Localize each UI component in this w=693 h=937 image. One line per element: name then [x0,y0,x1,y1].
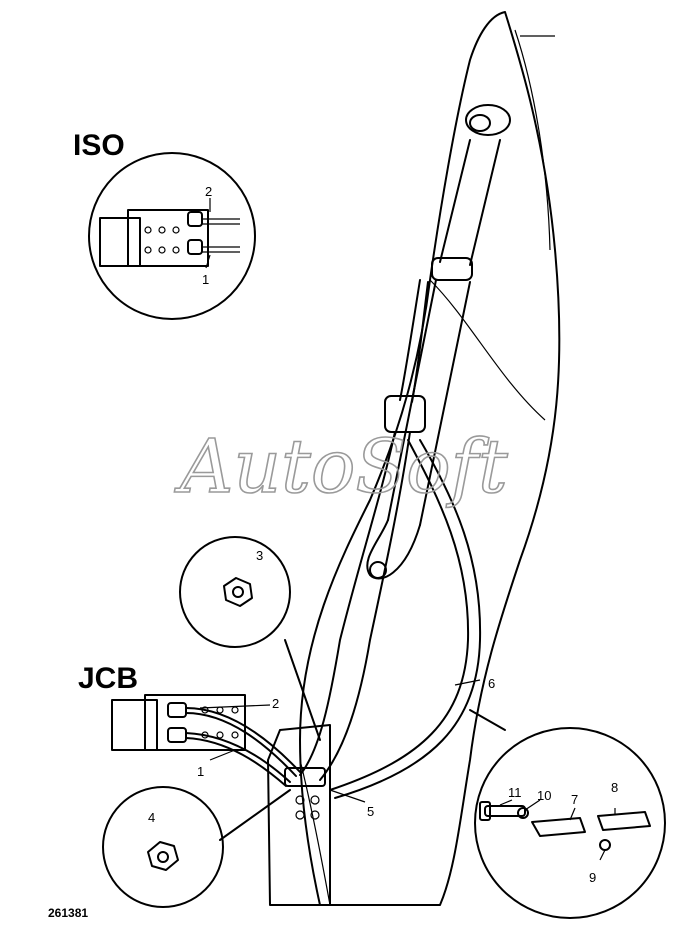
watermark-text: AutoSoft [174,424,508,510]
jcb-title: JCB [78,662,138,695]
callout-9: 9 [589,870,596,885]
callout-2-iso: 2 [205,184,212,199]
hose-assembly-6 [299,279,482,799]
hydraulic-cylinder [366,104,511,580]
bracket-detail-inset [469,709,666,919]
callout-1-jcb: 1 [197,764,204,779]
nut-detail-inset-4 [102,786,291,908]
jcb-valve-block [111,694,301,787]
callout-6: 6 [488,676,495,691]
valve-block-lower [267,724,331,906]
callout-10: 10 [537,788,551,803]
leader-lines [199,198,616,861]
callout-3: 3 [256,548,263,563]
iso-title: ISO [73,129,125,162]
callout-1-iso: 1 [202,272,209,287]
callout-4: 4 [148,810,155,825]
callout-2-jcb: 2 [272,696,279,711]
callout-5: 5 [367,804,374,819]
boom-arm [299,11,561,906]
reference-number: 261381 [48,906,88,920]
callout-7: 7 [571,792,578,807]
nut-detail-inset-3 [179,536,321,741]
iso-detail-inset [88,152,256,320]
callout-11: 11 [508,785,522,800]
callout-8: 8 [611,780,618,795]
